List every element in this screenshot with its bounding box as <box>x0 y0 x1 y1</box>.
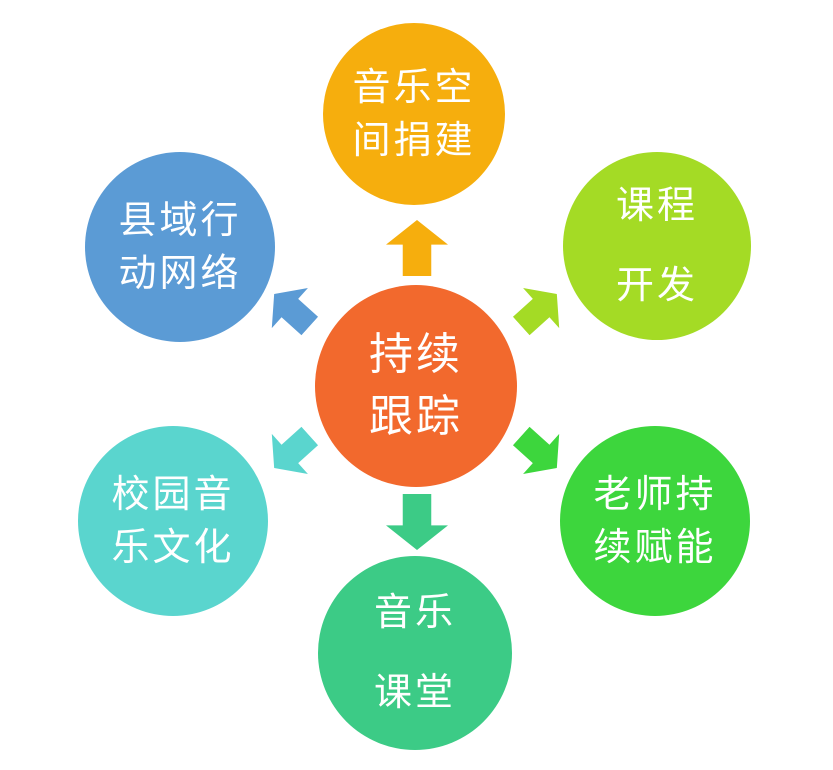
node-campus-culture: 校园音 乐文化 <box>78 426 268 616</box>
node-music-class: 音乐 课堂 <box>318 556 512 750</box>
arrow-down-left-icon <box>256 416 328 488</box>
node-teacher-empower-line2: 续赋能 <box>593 525 717 569</box>
node-music-class-line2: 课堂 <box>373 670 456 714</box>
arrow-up-icon <box>386 220 448 276</box>
node-teacher-empower: 老师持 续赋能 <box>560 426 750 616</box>
node-teacher-empower-line1: 老师持 <box>593 471 717 516</box>
node-county-network-line1: 县域行 <box>118 197 242 242</box>
node-course-dev-line2: 开发 <box>615 263 698 307</box>
arrow-down-icon <box>386 494 448 550</box>
node-center-continuous-tracking: 持续 跟踪 <box>315 285 517 487</box>
node-center-line2: 跟踪 <box>369 391 463 442</box>
node-music-space-line1: 音乐空 <box>352 64 476 109</box>
node-music-space-line2: 间捐建 <box>352 118 476 162</box>
node-campus-culture-line1: 校园音 <box>111 471 235 516</box>
node-center-line1: 持续 <box>369 329 463 381</box>
node-campus-culture-line2: 乐文化 <box>111 525 235 569</box>
node-course-dev: 课程 开发 <box>563 152 751 340</box>
node-course-dev-line1: 课程 <box>615 183 698 228</box>
node-music-class-line1: 音乐 <box>373 590 456 635</box>
node-music-space: 音乐空 间捐建 <box>323 23 505 205</box>
arrow-down-right-icon <box>503 416 575 488</box>
node-county-network: 县域行 动网络 <box>85 152 275 342</box>
node-county-network-line2: 动网络 <box>118 251 242 295</box>
arrow-up-right-icon <box>503 274 575 346</box>
